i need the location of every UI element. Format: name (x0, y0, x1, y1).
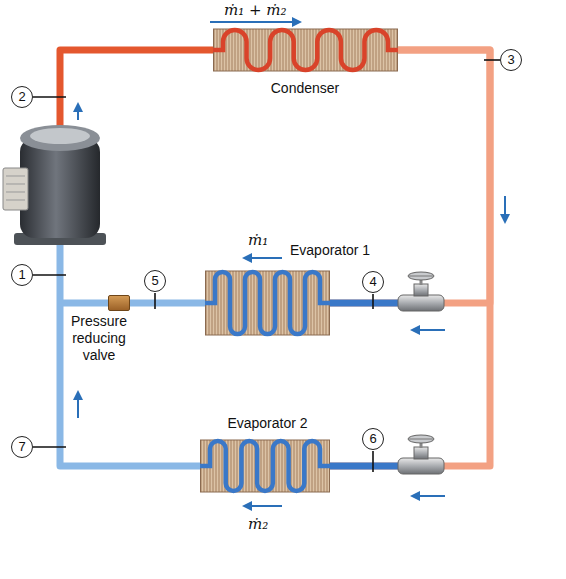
callout-number: 4 (362, 271, 384, 293)
callout-number: 2 (11, 86, 33, 108)
expansion-valve (398, 435, 444, 474)
cold-pipe (329, 300, 400, 307)
component-label: Pressure reducing valve (66, 313, 132, 364)
callout-number: 1 (11, 264, 33, 286)
callout-number: 7 (11, 436, 33, 458)
coil-symbol (205, 268, 330, 338)
callout-number: 5 (144, 270, 166, 292)
refrigerant-pipe (330, 50, 490, 303)
heat-exchanger-node: Condenser (205, 26, 407, 100)
cold-pipe (329, 463, 400, 470)
component-label: Evaporator 2 (195, 415, 340, 432)
flow-arrow (78, 22, 505, 506)
suction-pipe (60, 244, 201, 466)
discharge-pipe (60, 50, 214, 132)
heat-exchanger-node: Evaporator 2 (195, 415, 342, 502)
component-label: Evaporator 1 (290, 242, 370, 259)
coil-symbol (200, 437, 330, 495)
component-label: Condenser (205, 80, 405, 97)
coil-graphic (200, 437, 330, 495)
valve-node: Pressure reducing valve (66, 294, 134, 366)
refrigerant-pipe (130, 300, 205, 307)
coil-graphic (213, 26, 398, 74)
mass-flow-label: ṁ₁ (247, 231, 269, 249)
heat-exchanger-node: Evaporator 1 (200, 240, 382, 342)
pressure-valve-symbol (108, 295, 130, 311)
callout-number: 6 (362, 428, 384, 450)
compressor (3, 125, 106, 245)
coil-graphic (205, 268, 330, 338)
callout-number: 3 (500, 49, 522, 71)
state-tick (33, 60, 500, 472)
branch-pipe (60, 300, 110, 307)
coil-symbol (213, 26, 398, 74)
mass-flow-label: ṁ₁ + ṁ₂ (223, 1, 288, 19)
mass-flow-label: ṁ₂ (247, 515, 269, 533)
expansion-valve (398, 272, 444, 311)
